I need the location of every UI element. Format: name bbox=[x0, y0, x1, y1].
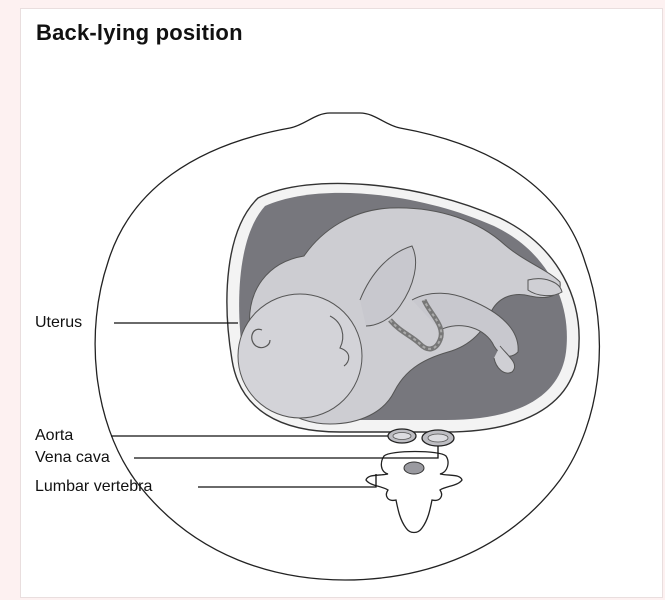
uterus-label: Uterus bbox=[35, 314, 82, 332]
lumbar-vertebra-label: Lumbar vertebra bbox=[35, 478, 152, 496]
aorta-label: Aorta bbox=[35, 427, 73, 445]
vertebral-body bbox=[404, 462, 424, 474]
vena-cava-lumen bbox=[428, 434, 448, 442]
vena-cava-label: Vena cava bbox=[35, 449, 110, 467]
fetus-head bbox=[238, 294, 362, 418]
aorta-lumen bbox=[393, 433, 411, 440]
